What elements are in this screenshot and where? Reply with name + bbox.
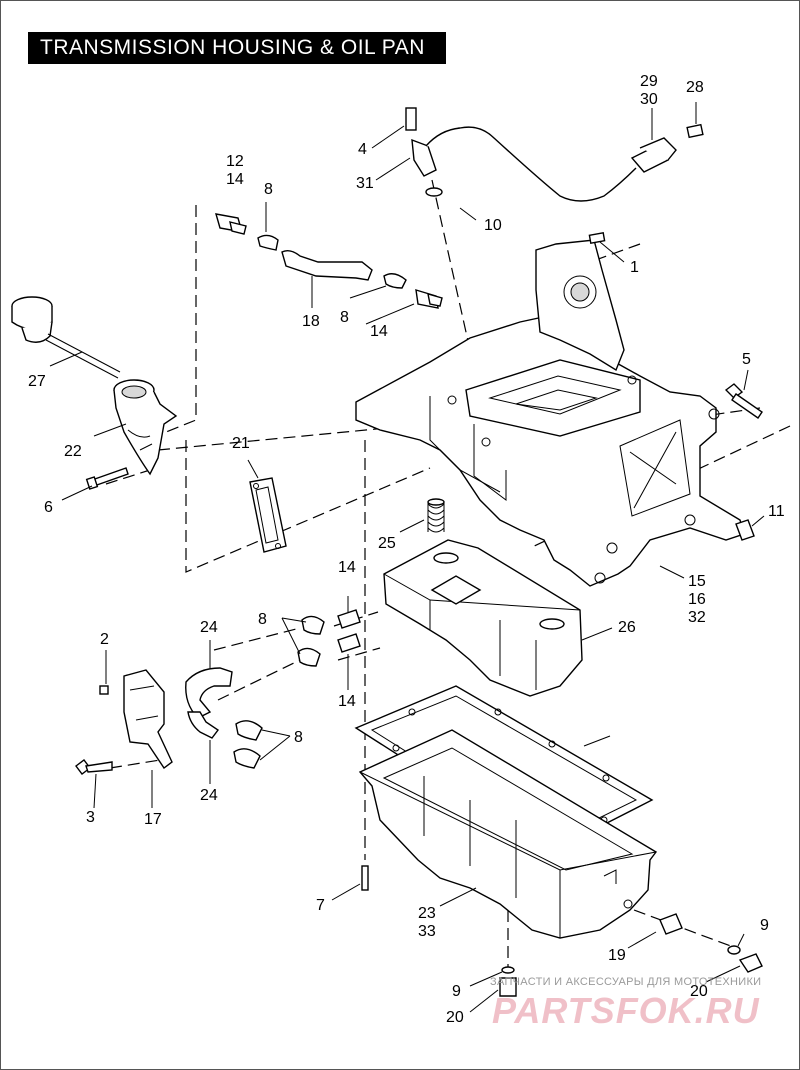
callout-2: 2 <box>100 631 109 648</box>
plug-part-19 <box>659 913 683 935</box>
pin-part-28 <box>686 123 704 139</box>
hose-clamp-8-b <box>297 647 321 667</box>
hose-part-24-upper <box>185 667 233 719</box>
oil-pan-part-23 <box>358 729 658 939</box>
callout-14-lower: 14 <box>338 693 356 710</box>
callout-9-bottom: 9 <box>452 983 461 1000</box>
callout-8-top: 8 <box>264 181 273 198</box>
callout-19: 19 <box>608 947 626 964</box>
fitting-part-14-upper <box>337 609 361 629</box>
diagram-title: TRANSMISSION HOUSING & OIL PAN <box>28 32 446 64</box>
callout-17: 17 <box>144 811 162 828</box>
callout-8-clamps-upper: 8 <box>258 611 267 628</box>
callout-14-top: 14 <box>226 171 244 188</box>
dipstick-part-27 <box>11 296 121 379</box>
hose-part-18 <box>281 249 373 281</box>
hose-clamp-8-a <box>301 615 325 635</box>
callout-leader-lines <box>49 102 765 1013</box>
callout-8-clamps-lower: 8 <box>294 729 303 746</box>
callout-11: 11 <box>768 503 785 520</box>
callout-26: 26 <box>618 619 636 636</box>
hose-clamp-8-mid <box>383 273 407 289</box>
speed-sensor-part-31 <box>405 107 677 202</box>
callout-21: 21 <box>232 435 250 452</box>
bolt-part-5 <box>724 383 763 419</box>
callout-12: 12 <box>226 153 244 170</box>
callout-22: 22 <box>64 443 82 460</box>
bolt-part-3 <box>75 759 113 775</box>
callout-29: 29 <box>640 73 658 90</box>
callout-8-mid: 8 <box>340 309 349 326</box>
callout-labels: 1 2 3 4 5 6 7 8 8 8 8 9 9 10 11 12 14 14… <box>28 73 785 1026</box>
callout-15: 15 <box>688 573 706 590</box>
callout-27: 27 <box>28 373 46 390</box>
fitting-part-12-14 <box>215 213 247 235</box>
callout-25: 25 <box>378 535 396 552</box>
callout-16: 16 <box>688 591 706 608</box>
callout-24-lower: 24 <box>200 787 218 804</box>
callout-20-bottom: 20 <box>446 1009 464 1026</box>
callout-33: 33 <box>418 923 436 940</box>
callout-20-right: 20 <box>690 983 708 1000</box>
callout-23: 23 <box>418 905 436 922</box>
hose-clamp-8-top <box>257 234 279 251</box>
drain-plug-part-20-bottom <box>499 977 517 997</box>
callout-31: 31 <box>356 175 374 192</box>
transmission-housing-part-15 <box>355 239 745 587</box>
dowel-part-1 <box>588 232 606 244</box>
bracket-part-17 <box>123 669 173 770</box>
callout-6: 6 <box>44 499 53 516</box>
plug-part-11 <box>735 519 755 541</box>
screw-part-2 <box>99 685 109 695</box>
callout-32: 32 <box>688 609 706 626</box>
callout-14-mid: 14 <box>370 323 388 340</box>
callout-10: 10 <box>484 217 502 234</box>
bolt-part-6 <box>85 467 129 490</box>
callout-1: 1 <box>630 259 639 276</box>
callout-7: 7 <box>316 897 325 914</box>
o-ring-part-9-bottom <box>501 966 515 974</box>
callout-18: 18 <box>302 313 320 330</box>
drain-plug-part-20-right <box>738 953 763 973</box>
callout-24-upper: 24 <box>200 619 218 636</box>
callout-4: 4 <box>358 141 367 158</box>
o-ring-part-9-right <box>727 945 741 955</box>
callout-3: 3 <box>86 809 95 826</box>
oil-baffle-part-26 <box>383 539 583 697</box>
callout-5: 5 <box>742 351 751 368</box>
callout-9-right: 9 <box>760 917 769 934</box>
hose-part-24-lower <box>187 711 220 739</box>
spring-part-25 <box>427 498 445 533</box>
callout-28: 28 <box>686 79 704 96</box>
callout-14-upper: 14 <box>338 559 356 576</box>
fitting-part-14-mid <box>415 289 443 309</box>
gasket-part-21 <box>249 477 287 553</box>
hose-clamp-8-c <box>235 720 263 741</box>
watermark-tagline: ЗАПЧАСТИ И АКСЕССУАРЫ ДЛЯ МОТОТЕХНИКИ <box>490 976 762 988</box>
hose-clamp-8-d <box>233 748 261 769</box>
callout-30: 30 <box>640 91 658 108</box>
filler-housing-part-22 <box>113 379 178 476</box>
watermark-brand-logo: PARTSFOK.RU <box>492 990 760 1031</box>
bolt-part-7 <box>361 865 369 891</box>
fitting-part-14-lower <box>337 633 361 653</box>
